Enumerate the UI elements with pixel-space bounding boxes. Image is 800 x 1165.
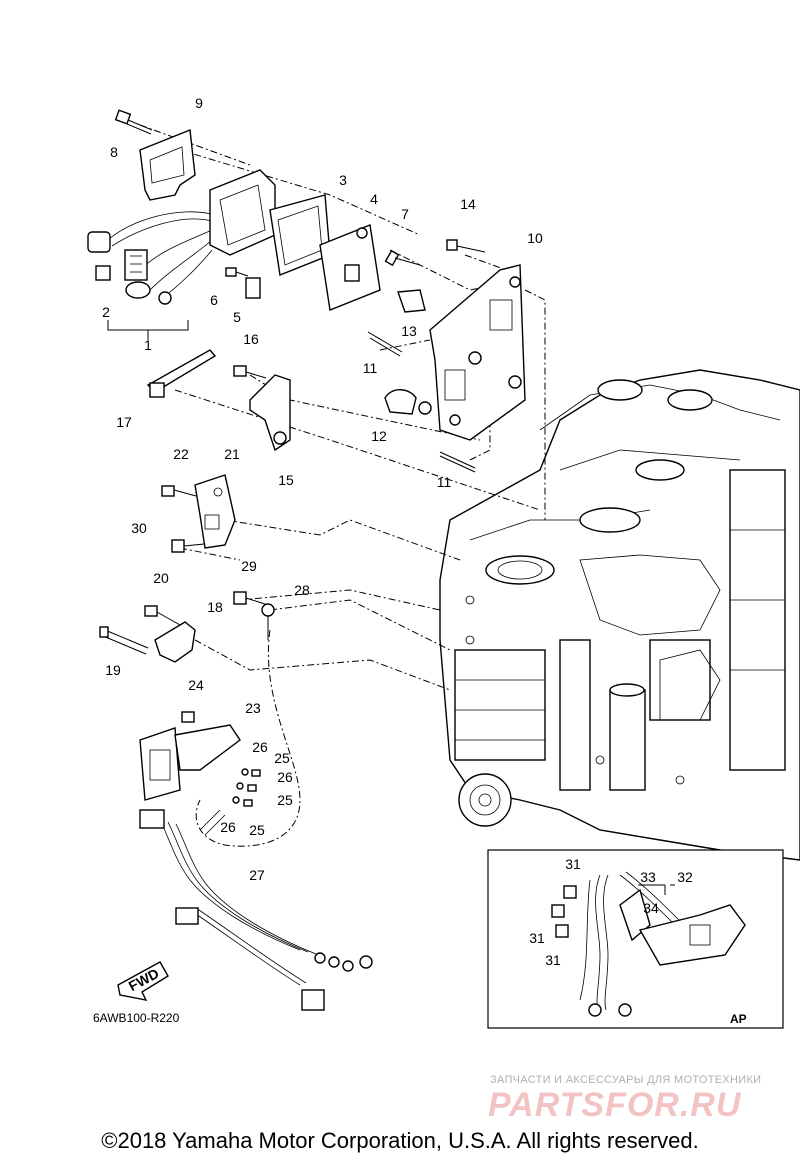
callout: 20 [153,570,169,586]
bolt-part-19 [104,629,149,649]
screw-part-22 [161,485,175,497]
connector-part-23a [139,727,181,801]
callout: 15 [278,472,294,488]
callout: 1 [144,337,152,353]
callout: 31 [545,952,561,968]
callout: 31 [565,856,581,872]
copyright-notice: ©2018 Yamaha Motor Corporation, U.S.A. A… [101,1128,699,1153]
screw-part-29 [233,591,247,605]
callout: 31 [529,930,545,946]
inset-label: AP [730,1012,747,1026]
callout: 32 [677,869,693,885]
control-unit [209,169,381,311]
small-parts [146,239,486,473]
wire-harness-part-1 [87,211,216,305]
callout: 33 [640,869,656,885]
bracket-part-15 [249,374,291,452]
callout: 26 [220,819,236,835]
callout: 3 [339,172,347,188]
holder-part-12 [384,389,417,415]
callout: 28 [294,582,310,598]
callout: 16 [243,331,259,347]
watermark-caption: ЗАПЧАСТИ И АКСЕССУАРЫ ДЛЯ МОТОТЕХНИКИ [490,1074,761,1086]
tie-part-11a [367,331,403,353]
connector-part-27c [301,989,325,1011]
terminal-part-28 [261,603,275,617]
callout: 21 [224,446,240,462]
callout: 22 [173,446,189,462]
bracket-part-21 [161,474,236,553]
bracket-part-23 [174,724,241,771]
callout: 24 [188,677,204,693]
bracket-part-18 [99,591,275,663]
watermark-brand: PARTSFOR.RU [488,1086,742,1124]
callout: 8 [110,144,118,160]
callout: 12 [371,428,387,444]
callout: 18 [207,599,223,615]
callout: 14 [460,196,476,212]
bracket-part-9 [139,129,196,201]
callout: 29 [241,558,257,574]
bolt-part-6-head [225,267,237,277]
callout: 27 [249,867,265,883]
collar-part-5 [245,277,261,299]
callout-numbers: 1 2 3 4 5 6 7 8 9 10 11 11 12 13 14 15 1… [102,95,693,968]
callout: 26 [252,739,268,755]
connector-part-27b [175,907,199,925]
fwd-arrow: FWD [117,961,169,1001]
screw-part-30 [171,539,185,553]
callout: 7 [401,206,409,222]
callout: 23 [245,700,261,716]
callout: 30 [131,520,147,536]
callout: 19 [105,662,121,678]
inset-ap: AP [487,849,784,1029]
callout: 13 [401,323,417,339]
tie-part-11b [439,451,476,469]
diagram-reference-code: 6AWB100-R220 [93,1011,180,1025]
callout: 10 [527,230,543,246]
callout: 25 [274,750,290,766]
callout: 25 [277,792,293,808]
engine-block [439,369,800,861]
callout: 11 [363,360,378,376]
screw-part-16 [233,365,247,377]
callout: 26 [277,769,293,785]
callout: 17 [116,414,132,430]
callout: 6 [210,292,218,308]
callout: 25 [249,822,265,838]
bolt-part-14-head [446,239,458,251]
screw-part-20 [144,605,158,617]
callout: 2 [102,304,110,320]
bolt-part-8 [114,109,153,135]
lower-harness [139,711,373,1011]
callout: 4 [370,191,378,207]
watermark: ЗАПЧАСТИ И АКСЕССУАРЫ ДЛЯ МОТОТЕХНИКИ PA… [488,1074,761,1124]
callout: 34 [643,900,659,916]
callout: 9 [195,95,203,111]
callout: 5 [233,309,241,325]
callout: 11 [437,474,452,490]
connector-part-27a [139,809,165,829]
screw-part-24 [181,711,195,723]
clip-part-13 [397,289,426,313]
bolt-part-7-head [384,249,400,267]
bracket-part-10 [429,264,526,441]
